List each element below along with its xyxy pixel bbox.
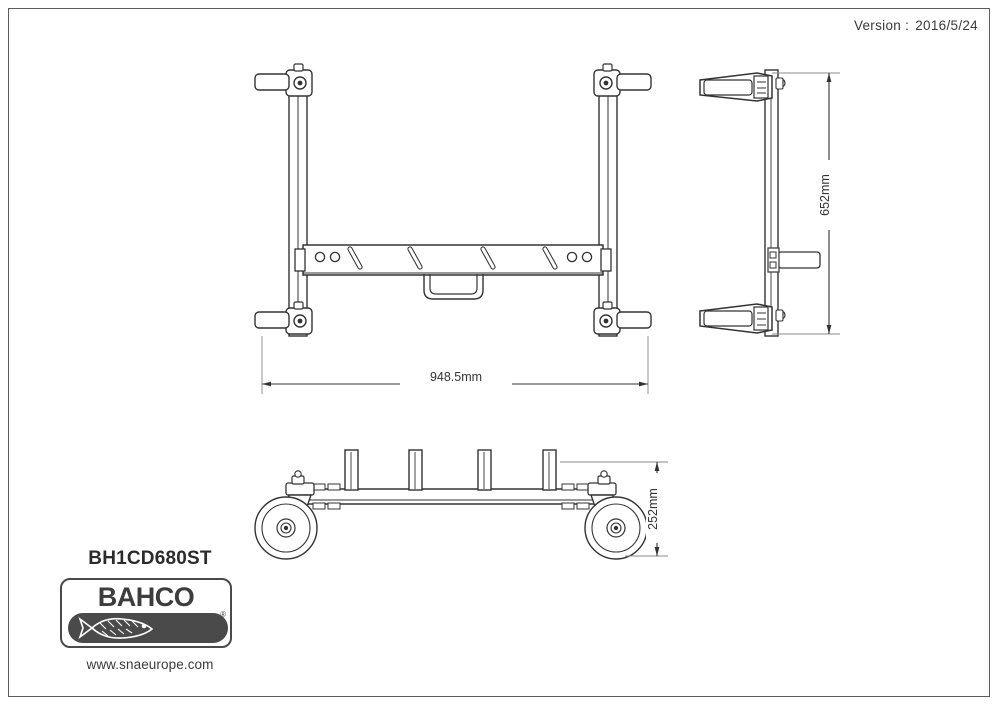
model-number: BH1CD680ST	[88, 548, 212, 569]
version-label: Version :	[853, 18, 910, 33]
website-url: www.snaeurope.com	[86, 657, 214, 672]
front-left-rail	[288, 73, 308, 337]
side-bracket-bottom	[699, 303, 786, 334]
front-crossbar	[294, 244, 612, 276]
front-peg-top-right	[593, 63, 652, 97]
caster-right	[584, 470, 648, 560]
front-elevation-view: 948.5mm	[254, 63, 652, 394]
front-peg-bottom-right	[593, 301, 652, 335]
version-value: 2016/5/24	[915, 18, 978, 33]
front-right-rail	[598, 73, 618, 337]
bottom-base-rail	[304, 488, 598, 505]
fish-emblem-svg	[78, 616, 154, 640]
front-peg-bottom-left	[254, 301, 313, 335]
dimension-depth: 252mm	[560, 461, 668, 557]
bottom-posts	[344, 449, 557, 491]
dimension-height-label: 652mm	[818, 174, 832, 216]
brand-logo: BAHCO ®	[60, 578, 232, 648]
caster-left	[254, 470, 318, 560]
crossbar-slots	[347, 246, 558, 270]
side-arm-middle	[767, 247, 821, 273]
front-peg-top-left	[254, 63, 313, 97]
dimension-width-label: 948.5mm	[430, 370, 482, 384]
fish-icon	[68, 613, 228, 643]
dimension-width: 948.5mm	[261, 336, 649, 394]
bottom-mount-plates	[312, 483, 590, 510]
title-block: BH1CD680ST BAHCO ® www.snaeurope.com	[60, 548, 240, 672]
brand-wordmark: BAHCO	[97, 582, 195, 612]
dimension-depth-label: 252mm	[646, 488, 660, 530]
version-block: Version : 2016/5/24	[854, 18, 978, 33]
front-carry-handle	[423, 274, 484, 300]
side-post	[764, 69, 779, 337]
dimension-height: 652mm	[772, 72, 840, 335]
registered-trademark-icon: ®	[220, 610, 226, 619]
bottom-elevation-view: 252mm	[254, 449, 668, 560]
side-elevation-view: 652mm	[699, 69, 840, 337]
side-bracket-top	[699, 72, 786, 102]
